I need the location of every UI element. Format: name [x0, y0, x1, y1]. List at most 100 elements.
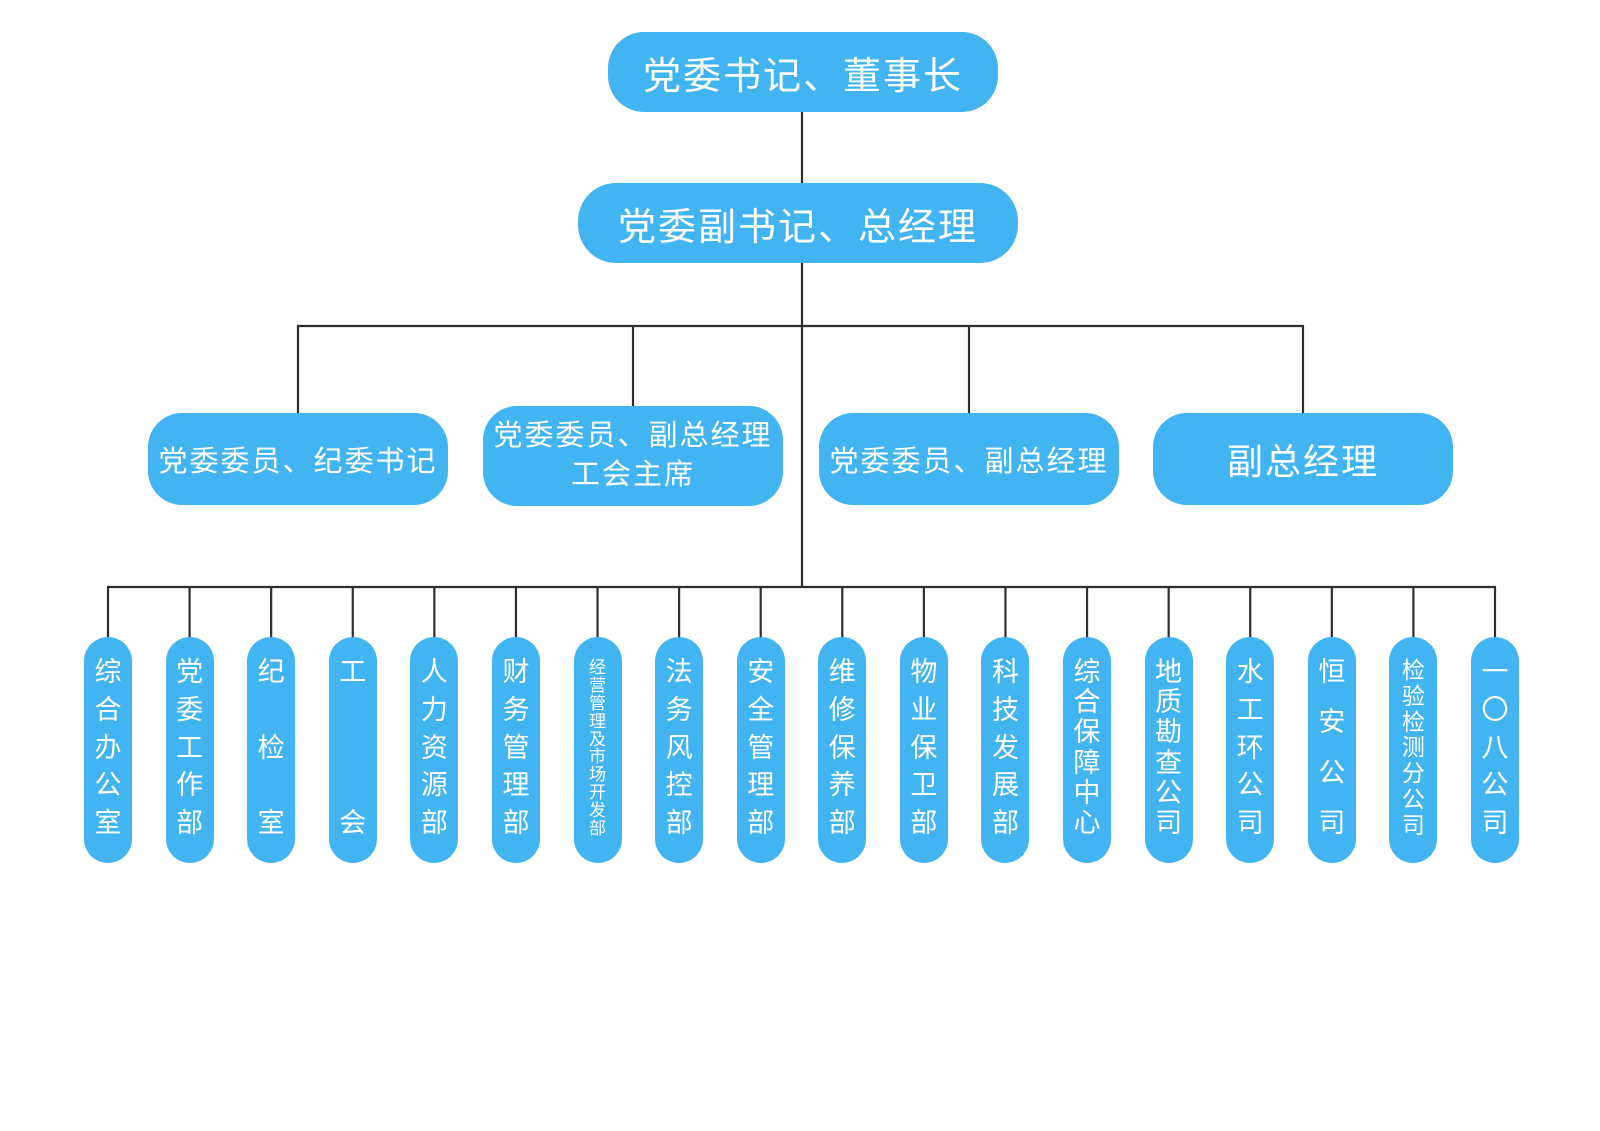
department-node-char: 部 — [828, 808, 856, 838]
department-node-char: 室 — [94, 808, 122, 838]
department-node-char: 质 — [1155, 687, 1183, 718]
department-node: 党委工作部 — [165, 637, 214, 863]
department-node-char: 合 — [94, 694, 122, 725]
department-node-char: 源 — [420, 770, 448, 801]
department-node: 科技发展部 — [981, 637, 1030, 863]
department-node-char: 管 — [502, 732, 530, 763]
department-node-char: 验 — [1401, 682, 1425, 709]
department-node-char: 务 — [665, 694, 693, 725]
department-node-char: 卫 — [910, 770, 938, 801]
department-node-char: 纪 — [257, 657, 285, 687]
department-node-char: 地 — [1155, 657, 1183, 687]
department-node: 地质勘查公司 — [1144, 637, 1193, 863]
department-node-char: 人 — [420, 657, 448, 687]
department-node-char: 公 — [1318, 757, 1346, 788]
department-node-char: 公 — [1401, 786, 1425, 813]
department-node-char: 恒 — [1318, 657, 1346, 687]
department-node-char: 部 — [747, 808, 775, 838]
department-node-char: 工 — [1236, 694, 1264, 725]
department-node: 财务管理部 — [491, 637, 540, 863]
department-node: 一〇八公司 — [1471, 637, 1519, 863]
department-node-char: 维 — [828, 657, 856, 687]
department-node-char: 公 — [1236, 770, 1264, 801]
department-node-char: 公 — [1481, 770, 1509, 801]
department-node-char: 部 — [176, 808, 204, 838]
node-committee-member-deputy-gm: 党委委员、副总经理 — [819, 413, 1119, 505]
department-node-char: 检 — [1401, 657, 1425, 683]
department-node-char: 综 — [1073, 657, 1101, 687]
department-node-char: 全 — [747, 694, 775, 725]
department-node: 综合办公室 — [84, 637, 132, 863]
department-node: 法务风控部 — [655, 637, 704, 863]
node-deputy-secretary-general-manager: 党委副书记、总经理 — [578, 183, 1018, 263]
department-node-char: 务 — [502, 694, 530, 725]
department-node-char: 科 — [991, 657, 1019, 687]
node-party-secretary-chairman: 党委书记、董事长 — [608, 32, 998, 112]
department-node-char: 办 — [94, 732, 122, 763]
department-node-char: 市 — [589, 747, 607, 767]
department-node-char: 查 — [1155, 747, 1183, 778]
department-node-char: 检 — [257, 732, 285, 763]
department-node-char: 部 — [420, 808, 448, 838]
department-node-char: 风 — [665, 732, 693, 763]
department-node-char: 部 — [502, 808, 530, 838]
department-node: 维修保养部 — [818, 637, 867, 863]
department-node-char: 控 — [665, 770, 693, 801]
department-node-char: 心 — [1073, 807, 1101, 838]
department-node: 物业保卫部 — [899, 637, 948, 863]
department-node: 综合保障中心 — [1063, 637, 1112, 863]
node-committee-member-discipline-secretary: 党委委员、纪委书记 — [148, 413, 448, 505]
department-node-char: 勘 — [1155, 717, 1183, 748]
department-node-char: 公 — [94, 770, 122, 801]
department-node-char: 一 — [1481, 657, 1509, 687]
department-node-char: 障 — [1073, 747, 1101, 778]
node-committee-member-deputy-gm-union-chairman: 党委委员、副总经理 工会主席 — [483, 406, 783, 506]
department-node: 人力资源部 — [410, 637, 459, 863]
department-node-char: 综 — [94, 657, 122, 687]
department-node-char: 财 — [502, 657, 530, 687]
department-node: 安全管理部 — [736, 637, 785, 863]
department-node-char: 工 — [339, 657, 367, 687]
department-node-char: 资 — [420, 732, 448, 763]
department-node-char: 安 — [747, 657, 775, 687]
department-node-char: 会 — [339, 808, 367, 838]
department-node-char: 保 — [1073, 717, 1101, 748]
department-node: 水工环公司 — [1226, 637, 1275, 863]
department-node-char: 作 — [176, 770, 204, 801]
department-node-char: 分 — [1401, 760, 1425, 787]
department-node: 纪检室 — [247, 637, 296, 863]
department-node: 恒安公司 — [1307, 637, 1356, 863]
department-node-char: 合 — [1073, 687, 1101, 718]
department-node-char: 司 — [1236, 808, 1264, 838]
department-node-char: 部 — [991, 808, 1019, 838]
department-node: 工会 — [328, 637, 377, 863]
department-node-char: 八 — [1481, 732, 1509, 763]
department-node-char: 司 — [1401, 811, 1425, 838]
department-node-char: 业 — [910, 694, 938, 725]
department-node-char: 保 — [828, 732, 856, 763]
department-node-char: 委 — [176, 694, 204, 725]
department-node-char: 力 — [420, 694, 448, 725]
department-node-char: 开 — [589, 783, 607, 803]
department-node-char: 管 — [589, 693, 607, 713]
department-node-char: 中 — [1073, 777, 1101, 808]
department-node-char: 及 — [589, 729, 607, 749]
department-node-char: 测 — [1401, 734, 1425, 761]
department-node-char: 场 — [589, 765, 607, 785]
department-node-char: 工 — [176, 732, 204, 763]
department-node: 检验检测分公司 — [1389, 637, 1438, 863]
node-deputy-general-manager: 副总经理 — [1153, 413, 1453, 505]
department-node-char: 养 — [828, 770, 856, 801]
department-node-char: 物 — [910, 657, 938, 687]
department-node-char: 水 — [1236, 657, 1264, 687]
department-node-char: 安 — [1318, 707, 1346, 738]
department-node-char: 理 — [747, 770, 775, 801]
department-node-char: 理 — [589, 711, 607, 731]
department-node-char: 室 — [257, 808, 285, 838]
department-node-char: 部 — [665, 808, 693, 838]
node-label-line1: 党委委员、副总经理 — [493, 419, 773, 452]
department-node-char: 保 — [910, 732, 938, 763]
department-node-char: 司 — [1481, 808, 1509, 838]
